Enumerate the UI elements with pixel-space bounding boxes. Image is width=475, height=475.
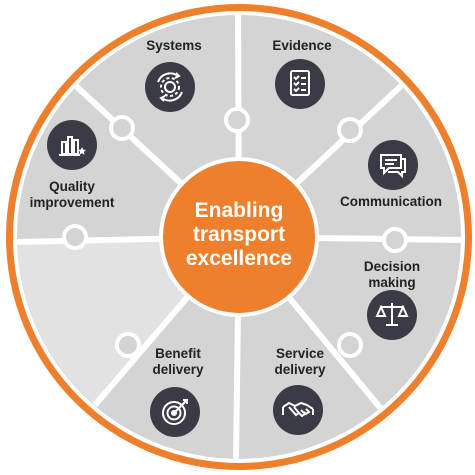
segment-label-benefit-delivery: Benefit delivery (152, 346, 204, 377)
segment-label-decision-making: Decision making (363, 259, 421, 290)
segment-label-evidence: Evidence (272, 38, 332, 53)
segment-label-systems: Systems (146, 38, 202, 53)
puzzle-knobs (62, 107, 408, 358)
segment-label-service-delivery: Service delivery (274, 346, 326, 377)
segment-label-quality-improvement: Quality improvement (29, 179, 115, 210)
chat-bubble-icon (368, 140, 418, 190)
scales-icon (367, 290, 417, 340)
target-icon (150, 387, 200, 437)
checklist-icon (275, 59, 325, 109)
gear-cycle-icon (145, 62, 195, 112)
bar-chart-star-icon (47, 120, 97, 170)
center-title: Enabling transport excellence (185, 199, 293, 270)
handshake-icon (273, 385, 323, 435)
segment-label-communication: Communication (339, 194, 443, 209)
